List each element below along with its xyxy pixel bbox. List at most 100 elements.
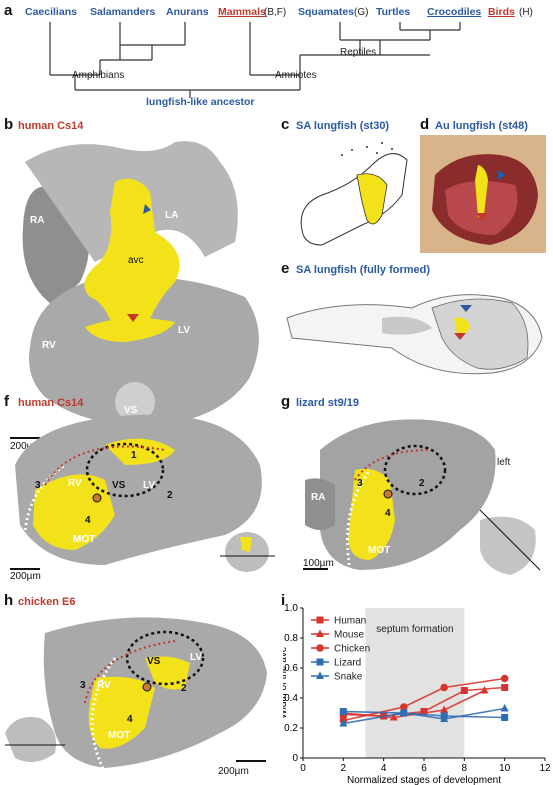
ancestor-label: lungfish-like ancestor: [146, 96, 255, 108]
label-g-ra: RA: [311, 492, 326, 503]
data-point-mouse: [440, 705, 449, 713]
x-tick-label: 12: [539, 763, 550, 774]
label-h-2: 2: [181, 683, 187, 694]
panel-e-title: SA lungfish (fully formed): [296, 264, 431, 276]
legend-label-lizard: Lizard: [334, 658, 361, 669]
data-point-lizard: [501, 714, 509, 721]
label-h-lv: LV: [190, 652, 203, 663]
heart-section-b: [22, 141, 259, 427]
label-h-mot: MOT: [108, 730, 131, 741]
panel-c-label: c: [281, 116, 290, 133]
lungfish-painting-d: [420, 135, 546, 253]
label-f-mot: MOT: [73, 534, 96, 545]
data-point-chicken: [500, 674, 509, 683]
phylogeny-tree: [49, 22, 461, 98]
scale-label-g: 100µm: [303, 558, 334, 569]
legend-marker-chicken: [316, 644, 324, 652]
series-line-chicken: [343, 677, 505, 722]
y-tick-label: 1.0: [284, 603, 298, 614]
x-tick-label: 4: [381, 763, 387, 774]
x-tick-label: 2: [341, 763, 347, 774]
panel-b-label: b: [4, 116, 14, 133]
label-f-lv: LV: [143, 480, 156, 491]
taxon-mammals-note: (B,F): [264, 7, 287, 18]
legend-label-chicken: Chicken: [334, 644, 370, 655]
septum-formation-region: [365, 608, 465, 758]
data-point-mouse: [389, 713, 398, 721]
taxon-birds-note: (H): [519, 7, 533, 18]
scale-label-h: 200µm: [218, 766, 249, 777]
label-g-2: 2: [419, 478, 425, 489]
series-line-lizard: [343, 710, 505, 719]
series-line-snake: [343, 707, 505, 725]
group-reptiles: Reptiles: [340, 47, 377, 58]
group-amniotes: Amniotes: [275, 70, 317, 81]
scale-bar-f: [10, 568, 40, 570]
panel-c-title: SA lungfish (st30): [296, 120, 390, 132]
label-lv: LV: [178, 325, 191, 336]
label-f-4: 4: [85, 515, 91, 526]
taxon-squamates-note: (G): [354, 7, 369, 18]
data-point-snake: [440, 714, 449, 722]
y-axis-label: Width of the avc: [283, 647, 289, 719]
panel-f-title: human Cs14: [18, 397, 84, 409]
taxon-crocodiles: Crocodiles: [427, 6, 482, 18]
panel-h-title: chicken E6: [18, 596, 76, 608]
data-point-snake: [339, 719, 348, 727]
panel-d-label: d: [420, 116, 430, 133]
scale-label-b: 200µm: [10, 441, 41, 452]
scale-label-f: 200µm: [10, 571, 41, 582]
scale-bar-g: [303, 568, 328, 570]
label-g-mot: MOT: [368, 545, 391, 556]
lungfish-engraving-e: [286, 294, 543, 375]
label-g-4: 4: [385, 508, 391, 519]
taxon-mammals: Mammals: [218, 6, 266, 18]
label-la: LA: [165, 210, 179, 221]
label-avc: avc: [128, 255, 144, 266]
panel-g-title: lizard st9/19: [296, 397, 359, 409]
y-tick-label: 0.4: [284, 693, 298, 704]
data-point-human: [420, 708, 428, 715]
panel-b-title: human Cs14: [18, 120, 84, 132]
group-amphibians: Amphibians: [72, 70, 125, 81]
label-rv: RV: [42, 340, 56, 351]
panel-i-label: i: [281, 592, 286, 609]
label-f-1: 1: [131, 450, 137, 461]
label-f-2: 2: [167, 490, 173, 501]
legend-marker-mouse: [316, 629, 324, 637]
y-tick-label: 0.8: [284, 633, 298, 644]
label-h-3: 3: [80, 680, 86, 691]
legend-marker-snake: [316, 671, 324, 679]
data-point-chicken: [440, 683, 448, 692]
panel-a-label: a: [4, 2, 13, 19]
label-h-4: 4: [127, 714, 133, 725]
heart-section-h: [5, 617, 267, 773]
legend-marker-human: [316, 616, 324, 624]
y-tick-label: 0.2: [284, 723, 298, 734]
taxon-birds: Birds: [488, 6, 515, 18]
label-g-3: 3: [357, 478, 363, 489]
legend-label-snake: Snake: [334, 672, 363, 683]
y-tick-label: 0: [292, 753, 298, 764]
legend-label-mouse: Mouse: [334, 630, 364, 641]
x-tick-label: 10: [499, 763, 511, 774]
data-point-human: [501, 684, 509, 691]
x-tick-label: 6: [421, 763, 427, 774]
label-h-rv: RV: [97, 680, 111, 691]
scale-bar-b: [10, 437, 40, 439]
lungfish-sketch-c: [300, 142, 408, 246]
panel-d-title: Au lungfish (st48): [435, 120, 528, 132]
taxon-salamanders: Salamanders: [90, 6, 156, 18]
heart-section-g: [305, 419, 541, 575]
x-tick-label: 0: [300, 763, 306, 774]
taxon-caecilians: Caecilians: [25, 6, 77, 18]
x-tick-label: 8: [462, 763, 468, 774]
panel-f-label: f: [4, 393, 9, 410]
label-f-3: 3: [35, 480, 41, 491]
data-point-mouse: [480, 686, 489, 694]
label-f-vs: VS: [112, 480, 126, 491]
data-point-snake: [500, 704, 509, 712]
label-h-vs: VS: [147, 656, 161, 667]
label-f-rv: RV: [68, 478, 82, 489]
